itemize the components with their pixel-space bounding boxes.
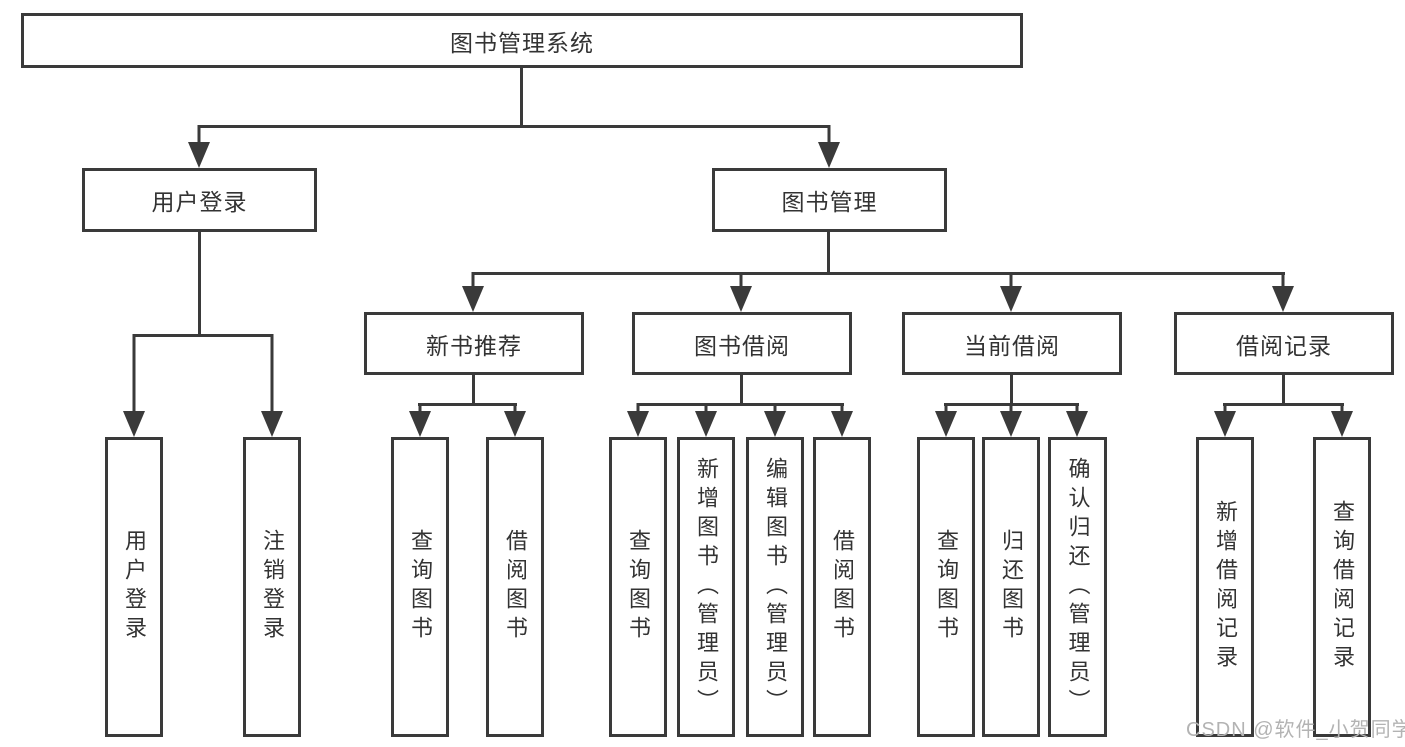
node-current-borrowing-label: 当前借阅 xyxy=(964,332,1060,359)
arrow-to-new-books xyxy=(462,272,484,312)
arrow-to-leaf-login xyxy=(123,334,145,437)
node-borrow-records: 借阅记录 xyxy=(1174,312,1394,375)
leaf-add-borrow-record-label: 新增借阅记录 xyxy=(1213,500,1238,674)
connector-user-login-stem xyxy=(198,230,201,337)
leaf-add-borrow-record: 新增借阅记录 xyxy=(1196,437,1254,737)
node-book-management: 图书管理 xyxy=(712,168,947,232)
leaf-borrow-books-1-label: 借阅图书 xyxy=(503,529,528,645)
arrow-borrowing-leaf2 xyxy=(695,403,717,437)
leaf-add-books-admin-label: 新增图书（管理员） xyxy=(694,456,719,718)
arrow-to-leaf-logout xyxy=(261,334,283,437)
connector-newbook-bus xyxy=(418,403,517,406)
arrow-current-leaf1 xyxy=(935,403,957,437)
node-current-borrowing: 当前借阅 xyxy=(902,312,1122,375)
leaf-query-books-2-label: 查询图书 xyxy=(626,529,651,645)
leaf-borrow-books-1: 借阅图书 xyxy=(486,437,544,737)
connector-records-stem xyxy=(1282,373,1285,406)
arrow-to-records xyxy=(1272,272,1294,312)
leaf-return-books-label: 归还图书 xyxy=(999,529,1024,645)
connector-level3-bus xyxy=(472,272,1285,275)
connector-root-stem xyxy=(520,65,523,127)
leaf-query-books-1: 查询图书 xyxy=(391,437,449,737)
leaf-logout-label: 注销登录 xyxy=(260,529,285,645)
node-book-management-label: 图书管理 xyxy=(781,189,878,215)
arrow-borrowing-leaf4 xyxy=(831,403,853,437)
arrow-borrowing-leaf1 xyxy=(627,403,649,437)
arrow-to-user-login xyxy=(188,125,210,168)
node-borrow-records-label: 借阅记录 xyxy=(1236,332,1332,359)
connector-user-login-bus xyxy=(133,334,273,337)
leaf-query-borrow-record-label: 查询借阅记录 xyxy=(1330,500,1355,674)
node-book-borrowing: 图书借阅 xyxy=(632,312,852,375)
connector-newbook-stem xyxy=(472,373,475,406)
node-root: 图书管理系统 xyxy=(21,13,1023,68)
connector-book-mgmt-stem xyxy=(827,230,830,275)
leaf-add-books-admin: 新增图书（管理员） xyxy=(677,437,735,737)
arrow-current-leaf3 xyxy=(1066,403,1088,437)
csdn-watermark: CSDN @软件_小贺同学 xyxy=(1186,719,1405,741)
leaf-confirm-return-admin: 确认归还（管理员） xyxy=(1048,437,1107,737)
leaf-return-books: 归还图书 xyxy=(982,437,1040,737)
leaf-borrow-books-2-label: 借阅图书 xyxy=(830,529,855,645)
node-book-borrowing-label: 图书借阅 xyxy=(694,332,790,359)
connector-records-bus xyxy=(1223,403,1344,406)
node-new-book-recommend-label: 新书推荐 xyxy=(426,332,522,359)
leaf-confirm-return-admin-label: 确认归还（管理员） xyxy=(1065,456,1091,718)
arrow-current-leaf2 xyxy=(1000,403,1022,437)
leaf-query-books-1-label: 查询图书 xyxy=(408,529,433,645)
arrow-newbook-leaf1 xyxy=(409,403,431,437)
leaf-query-books-3-label: 查询图书 xyxy=(934,529,959,645)
arrow-records-leaf2 xyxy=(1331,403,1353,437)
leaf-edit-books-admin-label: 编辑图书（管理员） xyxy=(763,456,788,718)
node-new-book-recommend: 新书推荐 xyxy=(364,312,584,375)
leaf-query-books-3: 查询图书 xyxy=(917,437,975,737)
arrow-newbook-leaf2 xyxy=(504,403,526,437)
leaf-user-login-label: 用户登录 xyxy=(122,529,147,645)
arrow-to-current xyxy=(1000,272,1022,312)
arrow-to-book-mgmt xyxy=(818,125,840,168)
connector-current-stem xyxy=(1010,373,1013,406)
leaf-logout: 注销登录 xyxy=(243,437,301,737)
connector-level2-bus xyxy=(198,125,830,128)
connector-borrowing-stem xyxy=(740,373,743,406)
arrow-borrowing-leaf3 xyxy=(764,403,786,437)
leaf-borrow-books-2: 借阅图书 xyxy=(813,437,871,737)
leaf-query-borrow-record: 查询借阅记录 xyxy=(1313,437,1371,737)
leaf-edit-books-admin: 编辑图书（管理员） xyxy=(746,437,804,737)
arrow-to-borrowing xyxy=(730,272,752,312)
leaf-query-books-2: 查询图书 xyxy=(609,437,667,737)
connector-borrowing-bus xyxy=(637,403,844,406)
node-root-label: 图书管理系统 xyxy=(450,29,594,56)
node-user-login-label: 用户登录 xyxy=(151,189,248,215)
arrow-records-leaf1 xyxy=(1214,403,1236,437)
leaf-user-login: 用户登录 xyxy=(105,437,163,737)
node-user-login: 用户登录 xyxy=(82,168,317,232)
